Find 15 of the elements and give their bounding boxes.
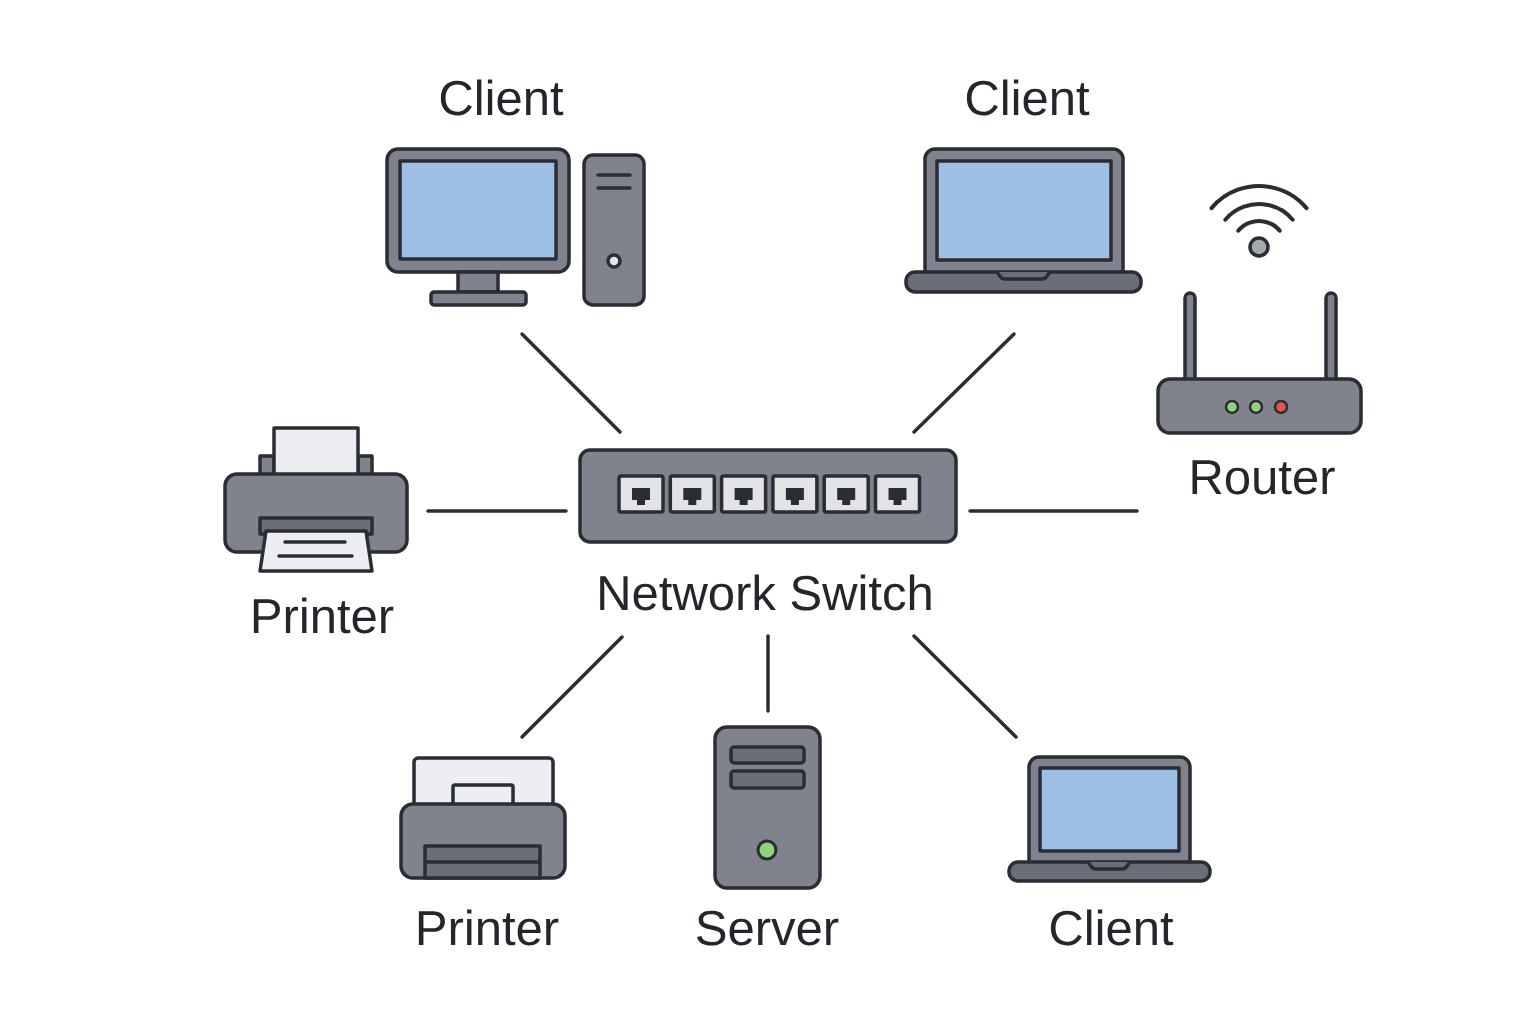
device-label: Server	[697, 910, 839, 946]
device-label: Router	[1192, 460, 1335, 495]
device-label: Client	[966, 79, 1090, 116]
device-label: Printer	[418, 909, 559, 946]
connection-line	[912, 332, 1016, 434]
connection-line	[968, 509, 1139, 513]
device-label: Client	[440, 79, 564, 116]
connection-line	[520, 332, 622, 434]
connection-line	[912, 634, 1018, 739]
connection-line	[426, 509, 568, 513]
connection-line	[766, 634, 770, 713]
device-label: Printer	[253, 597, 394, 634]
connection-line	[520, 635, 624, 739]
device-label: Network Switch	[600, 574, 931, 611]
device-label: Client	[1050, 909, 1174, 946]
